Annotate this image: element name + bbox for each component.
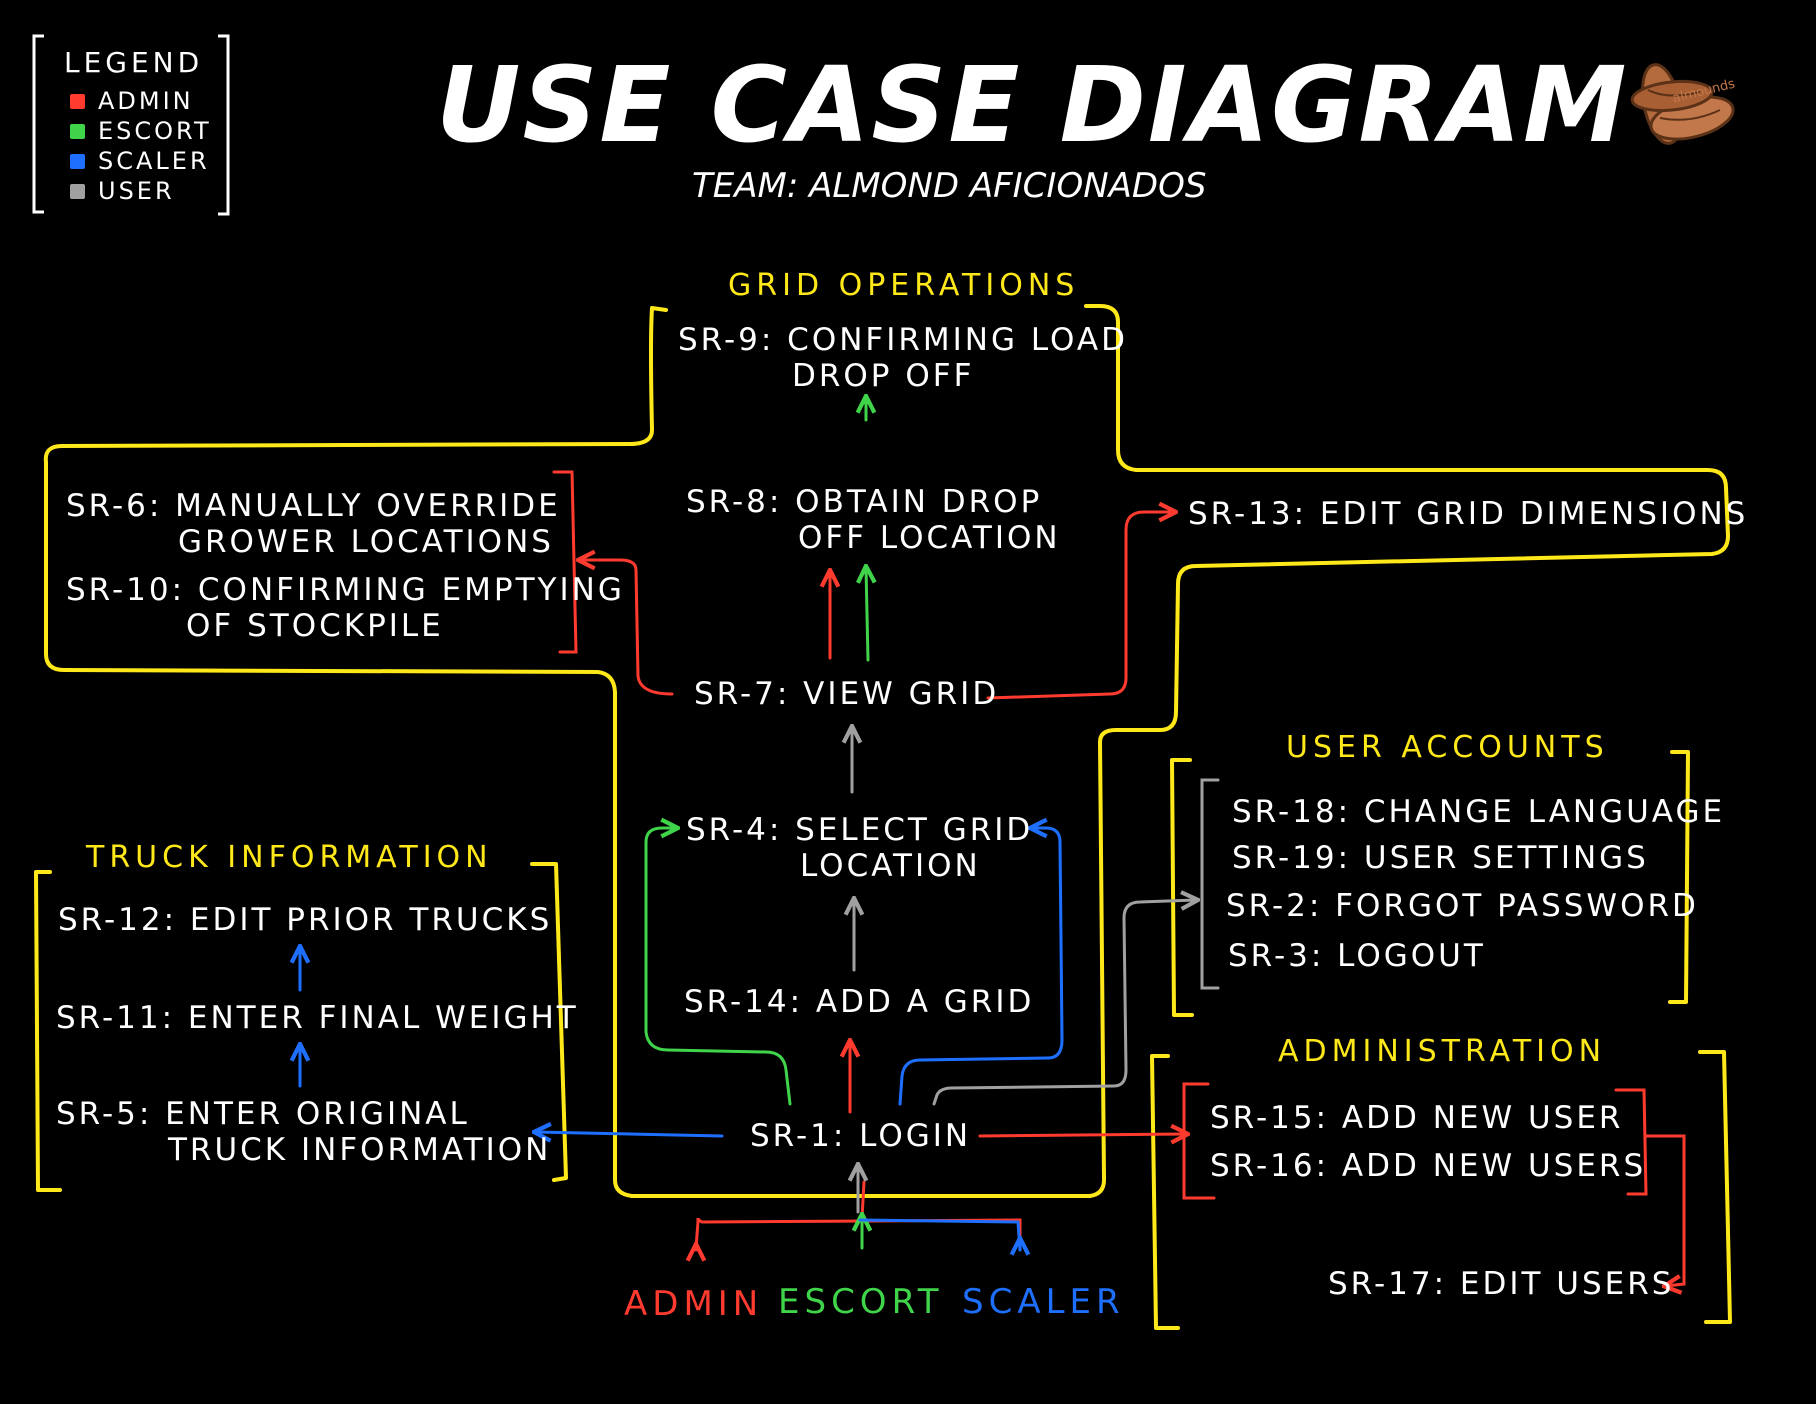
use-case-sr17: SR-17: EDIT USERS [1328, 1266, 1675, 1302]
use-case-sr10-line1: SR-10: CONFIRMING EMPTYING [66, 572, 625, 608]
legend-swatch-escort [70, 124, 85, 139]
use-case-sr12: SR-12: EDIT PRIOR TRUCKS [58, 902, 553, 938]
legend-swatch-user [70, 184, 85, 199]
use-case-sr8-line2: OFF LOCATION [798, 520, 1061, 556]
user-accounts-boundary-right [1668, 750, 1690, 1004]
legend-item-scaler: SCALER [98, 147, 210, 175]
legend-title: LEGEND [64, 46, 204, 79]
legend-brackets [32, 34, 230, 216]
use-case-sr10-line2: OF STOCKPILE [186, 608, 444, 644]
use-case-sr7: SR-7: VIEW GRID [694, 676, 1000, 712]
use-case-sr4-line1: SR-4: SELECT GRID [686, 812, 1034, 848]
use-case-sr6-line2: GROWER LOCATIONS [178, 524, 554, 560]
use-case-sr9: SR-9: CONFIRMING LOAD DROP OFF [678, 322, 1128, 394]
user-accounts-boundary-left [1170, 758, 1194, 1017]
use-case-sr1: SR-1: LOGIN [750, 1118, 972, 1154]
use-case-sr9-line1: SR-9: CONFIRMING LOAD [678, 322, 1128, 358]
scaler-relations [300, 828, 1064, 1250]
use-case-sr5: SR-5: ENTER ORIGINAL TRUCK INFORMATION [56, 1096, 551, 1168]
administration-boundary-right [1698, 1050, 1732, 1324]
admin-bracket-sr15-sr16-left [1182, 1082, 1216, 1200]
grid-operations-boundary [43, 304, 1730, 1198]
truck-information-boundary-left [34, 870, 62, 1192]
use-case-sr15: SR-15: ADD NEW USER [1210, 1100, 1624, 1136]
use-case-sr14: SR-14: ADD A GRID [684, 984, 1035, 1020]
use-case-sr11: SR-11: ENTER FINAL WEIGHT [56, 1000, 579, 1036]
page-subtitle: TEAM: ALMOND AFICIONADOS [692, 166, 1207, 206]
use-case-sr19: SR-19: USER SETTINGS [1232, 840, 1649, 876]
group-user-accounts: USER ACCOUNTS [1286, 730, 1609, 765]
user-accounts-bracket [1200, 778, 1220, 990]
admin-bracket-sr6-sr10 [552, 470, 578, 654]
use-case-sr18: SR-18: CHANGE LANGUAGE [1232, 794, 1726, 830]
truck-information-boundary-right [530, 862, 568, 1182]
use-case-sr16: SR-16: ADD NEW USERS [1210, 1148, 1647, 1184]
use-case-sr8: SR-8: OBTAIN DROP OFF LOCATION [686, 484, 1061, 556]
use-case-sr6-line1: SR-6: MANUALLY OVERRIDE [66, 488, 561, 524]
use-case-sr8-line1: SR-8: OBTAIN DROP [686, 484, 1043, 520]
use-case-sr5-line2: TRUCK INFORMATION [168, 1132, 552, 1168]
admin-bracket-sr15-sr16-right [1614, 1088, 1648, 1196]
use-case-sr4-line2: LOCATION [800, 848, 981, 884]
escort-relations [644, 398, 868, 1250]
legend-item-user: USER [98, 177, 175, 205]
user-relations [852, 728, 1220, 1214]
actor-escort: ESCORT [778, 1282, 944, 1322]
use-case-sr10: SR-10: CONFIRMING EMPTYING OF STOCKPILE [66, 572, 625, 644]
use-case-sr4: SR-4: SELECT GRID LOCATION [686, 812, 1033, 884]
almond-logo [1630, 63, 1735, 145]
legend-item-admin: ADMIN [98, 87, 194, 115]
use-case-sr9-line2: DROP OFF [792, 358, 975, 394]
actor-scaler: SCALER [962, 1282, 1125, 1322]
legend-swatch-scaler [70, 154, 85, 169]
use-case-sr3: SR-3: LOGOUT [1228, 938, 1486, 974]
administration-boundary-left [1150, 1054, 1180, 1330]
group-boundaries [34, 304, 1732, 1330]
actor-admin: ADMIN [624, 1284, 764, 1324]
group-truck-information: TRUCK INFORMATION [86, 840, 493, 875]
group-grid-operations: GRID OPERATIONS [728, 268, 1080, 303]
legend-item-escort: ESCORT [98, 117, 212, 145]
use-case-sr5-line1: SR-5: ENTER ORIGINAL [56, 1096, 470, 1132]
legend-swatch-admin [70, 94, 85, 109]
use-case-sr13: SR-13: EDIT GRID DIMENSIONS [1188, 496, 1749, 532]
page-title: USE CASE DIAGRAM [436, 44, 1629, 166]
use-case-sr2: SR-2: FORGOT PASSWORD [1226, 888, 1699, 924]
admin-relations [552, 470, 1686, 1286]
use-case-sr6: SR-6: MANUALLY OVERRIDE GROWER LOCATIONS [66, 488, 561, 560]
group-administration: ADMINISTRATION [1278, 1034, 1607, 1069]
